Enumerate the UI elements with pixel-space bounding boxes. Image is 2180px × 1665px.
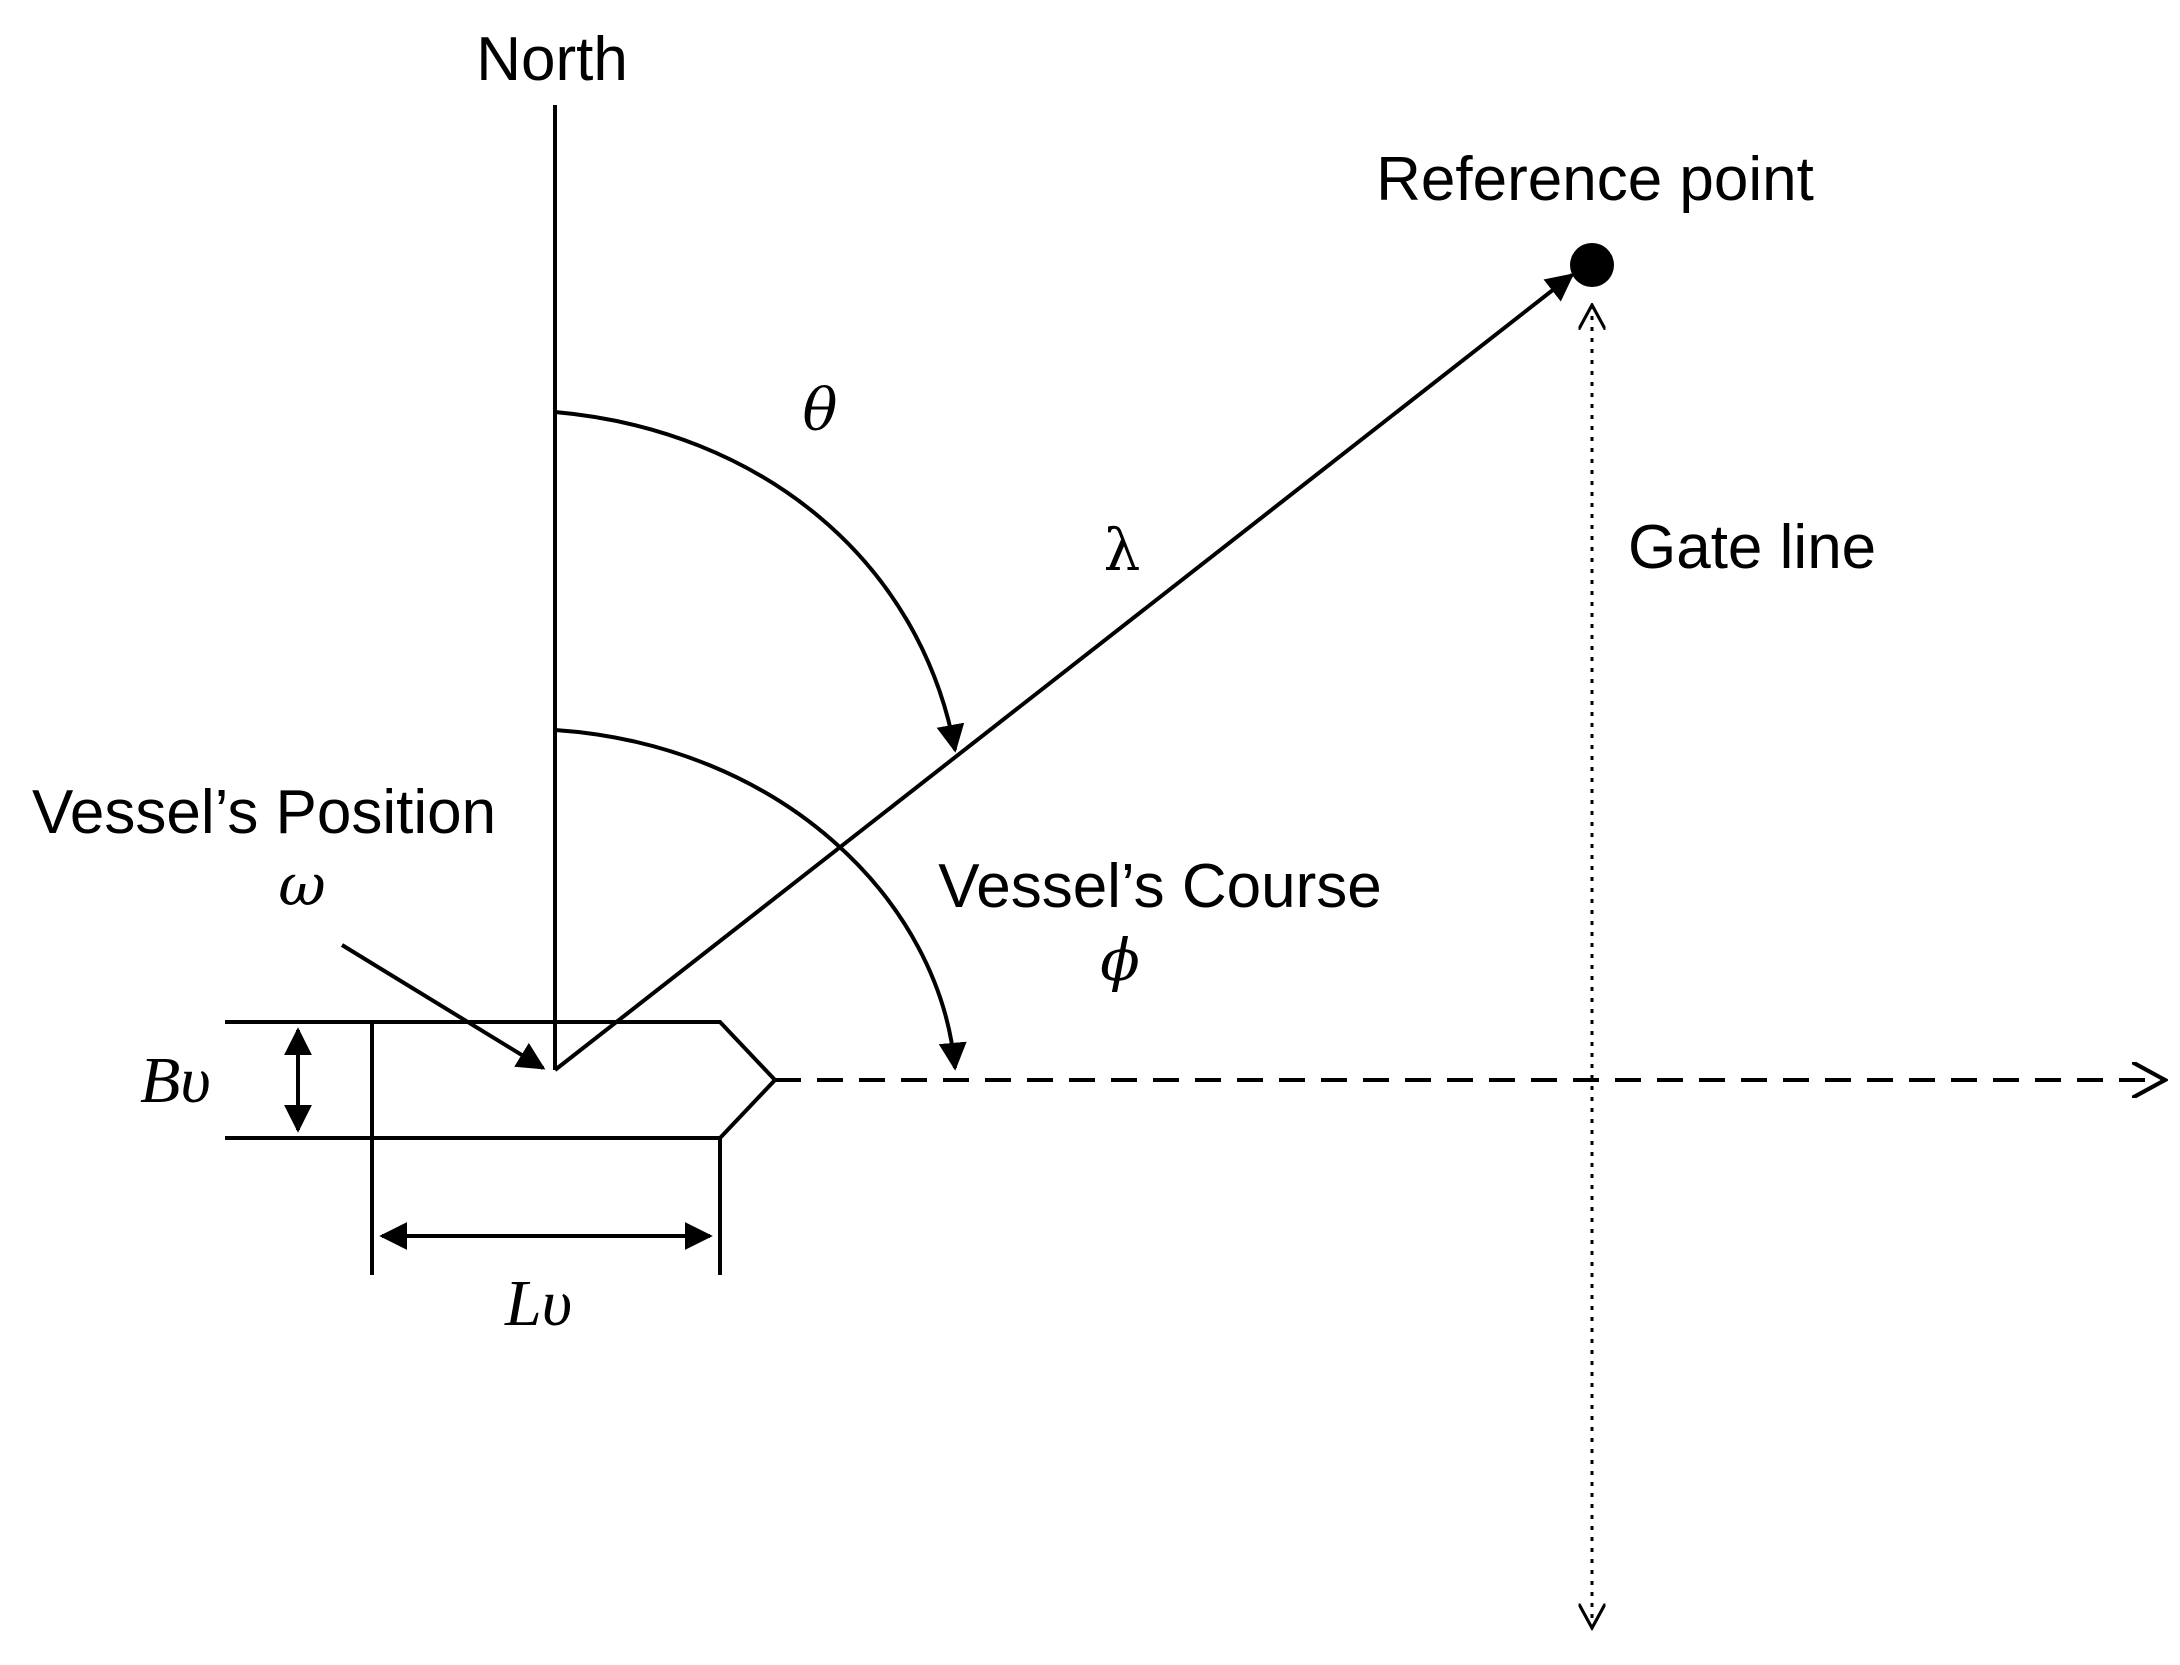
lambda-symbol: λ [1104,516,1141,584]
phi-symbol: ϕ [1100,926,1140,994]
vessel-position-label: Vessel’s Position [32,778,496,847]
reference-point-marker [1570,243,1614,287]
length-symbol-base: L [504,1267,542,1340]
breadth-symbol: Bυ [140,1044,211,1117]
vessel-position-pointer [340,943,546,1070]
breadth-symbol-base: B [140,1044,180,1117]
vessel-course-label: Vessel’s Course [938,852,1381,921]
theta-arc [554,410,965,753]
reference-point-label: Reference point [1376,145,1814,214]
breadth-symbol-sub: υ [180,1044,210,1117]
length-symbol: Lυ [504,1267,572,1340]
bearing-line [553,273,1575,1072]
gate-line-label: Gate line [1628,513,1876,582]
theta-symbol: θ [803,376,838,444]
course-arc [554,728,967,1071]
omega-symbol: ω [278,851,325,919]
north-label: North [476,25,628,94]
vessel-hull [372,1020,778,1140]
length-symbol-sub: υ [542,1267,572,1340]
